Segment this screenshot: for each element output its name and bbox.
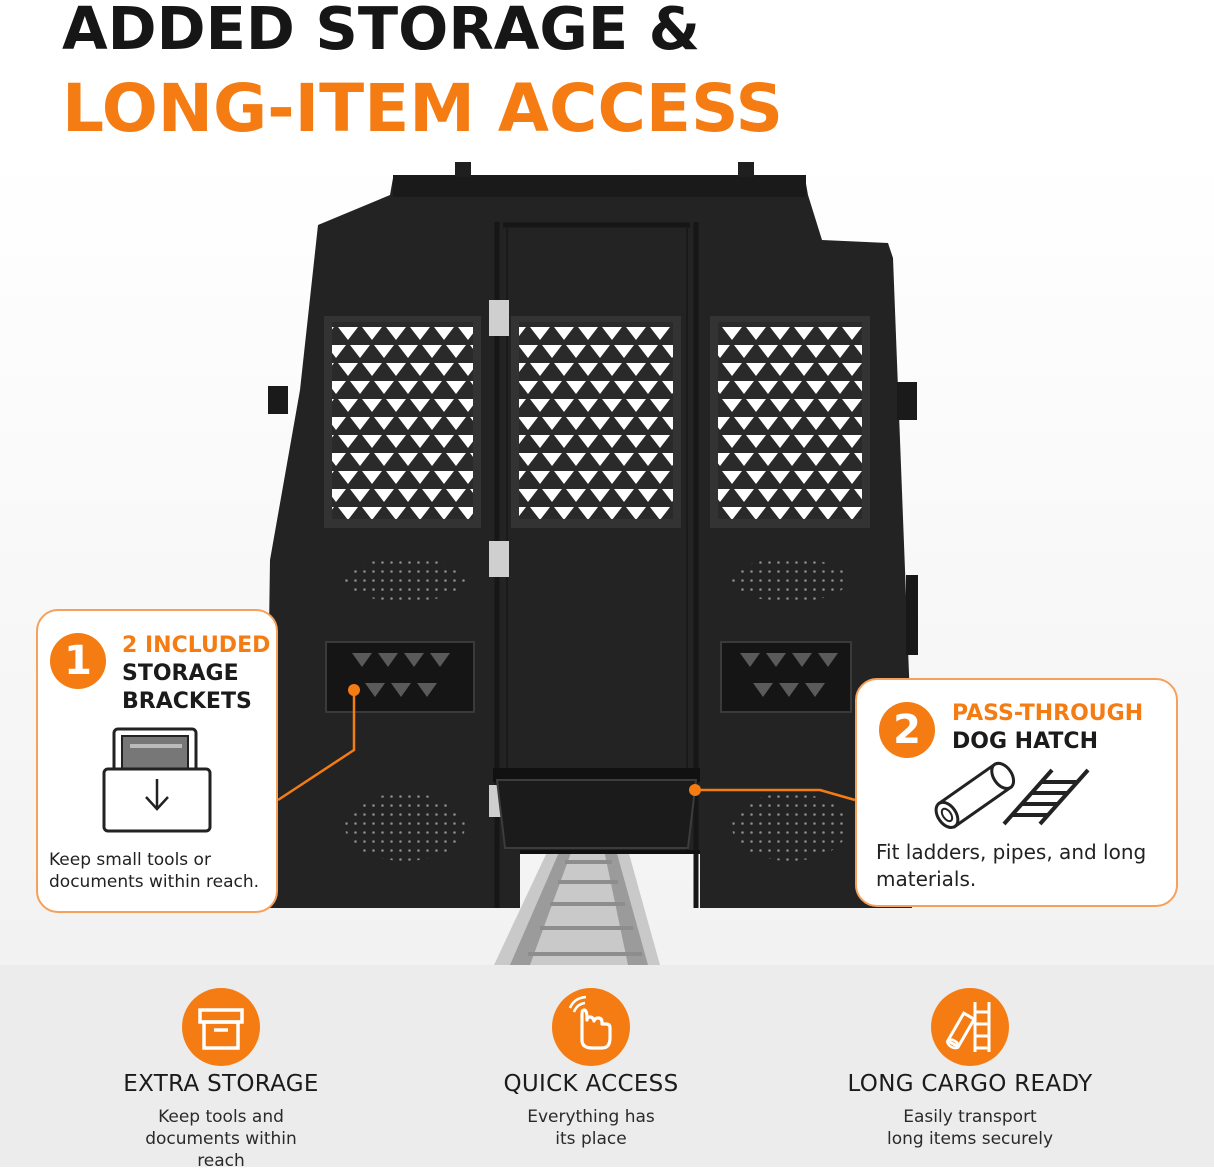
hand-tap-icon bbox=[552, 988, 630, 1066]
feature-title: QUICK ACCESS bbox=[503, 1071, 679, 1097]
storage-bracket-left bbox=[325, 641, 475, 713]
feature-description: Keep tools and documents within reach bbox=[145, 1107, 297, 1171]
ladder-icon bbox=[1002, 768, 1090, 826]
callout-number-badge: 1 bbox=[50, 633, 106, 689]
storage-box-icon bbox=[182, 988, 260, 1066]
headline-line-1: ADDED STORAGE & bbox=[62, 0, 701, 63]
callout-leaders bbox=[277, 690, 856, 802]
callout-description: Fit ladders, pipes, and long materials. bbox=[876, 840, 1147, 891]
callout-title-accent: 2 INCLUDED bbox=[122, 633, 271, 658]
feature-title: EXTRA STORAGE bbox=[123, 1071, 319, 1097]
callout-title-line: DOG HATCH bbox=[952, 729, 1098, 754]
callout-title-line: BRACKETS bbox=[122, 689, 252, 714]
feature-description: Everything has its place bbox=[527, 1107, 655, 1149]
storage-bracket-right bbox=[720, 641, 852, 713]
ladder-through-hatch bbox=[494, 850, 660, 965]
feature-description: Easily transport long items securely bbox=[886, 1107, 1054, 1149]
callout-title-line: STORAGE bbox=[122, 661, 239, 686]
partition-body bbox=[265, 162, 918, 908]
file-folder-download-icon bbox=[102, 727, 212, 833]
callout-title-accent: PASS-THROUGH bbox=[952, 701, 1144, 726]
feature-title: LONG CARGO READY bbox=[847, 1071, 1093, 1097]
callout-description: Keep small tools or documents within rea… bbox=[49, 850, 260, 892]
feature-band: EXTRA STORAGE Keep tools and documents w… bbox=[0, 965, 1214, 1171]
callout-number-badge: 2 bbox=[879, 702, 935, 758]
partition-product-image bbox=[0, 150, 1214, 965]
pipe-icon bbox=[934, 761, 1016, 830]
callout-dog-hatch: 2 PASS-THROUGH DOG HATCH Fit ladders, pi… bbox=[855, 678, 1178, 907]
headline-line-2: LONG-ITEM ACCESS bbox=[62, 70, 784, 147]
callout-storage-brackets: 1 2 INCLUDED STORAGE BRACKETS Keep small… bbox=[36, 609, 278, 913]
pipe-ladder-icon bbox=[931, 988, 1009, 1066]
dog-hatch bbox=[493, 768, 700, 854]
